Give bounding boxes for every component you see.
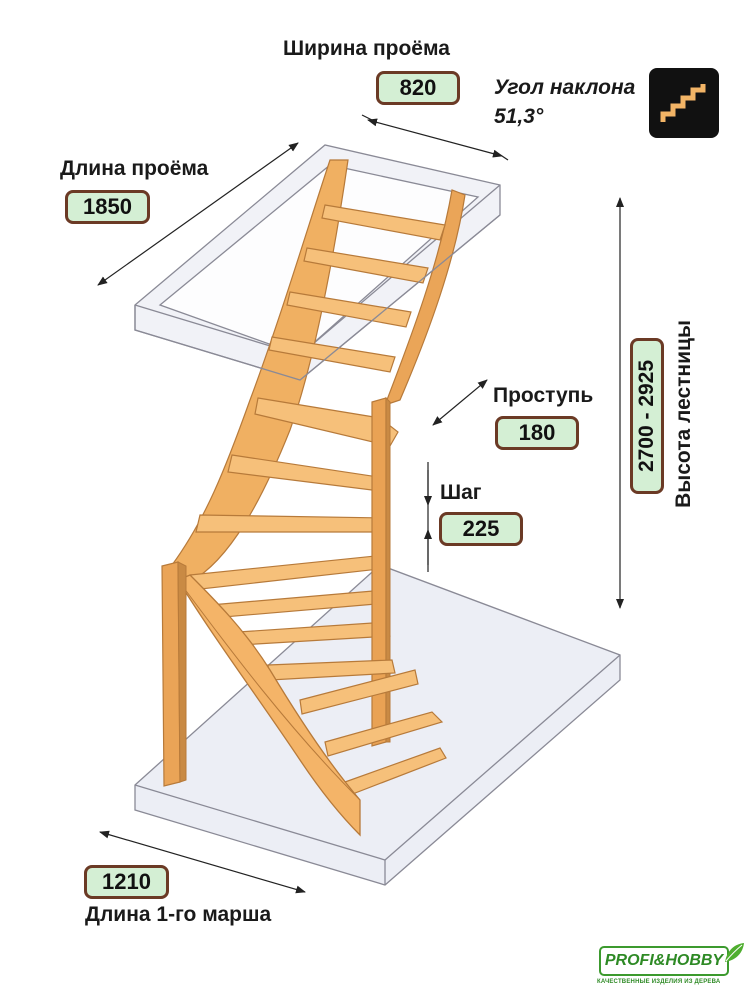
brand-logo: PROFI&HOBBY КАЧЕСТВЕННЫЕ ИЗДЕЛИЯ ИЗ ДЕРЕ… bbox=[597, 943, 747, 992]
logo-tagline: КАЧЕСТВЕННЫЕ ИЗДЕЛИЯ ИЗ ДЕРЕВА bbox=[597, 979, 721, 985]
height-badge: 2700 - 2925 bbox=[630, 338, 664, 494]
ceiling-opening-front bbox=[134, 214, 501, 381]
newel-post bbox=[371, 396, 391, 747]
opening-length-label: Длина проёма bbox=[60, 157, 209, 180]
tread-label: Проступь bbox=[493, 384, 594, 407]
first-flight-badge: 1210 bbox=[84, 865, 169, 899]
upper-flight-treads bbox=[268, 204, 446, 373]
height-label: Высота лестницы bbox=[672, 320, 695, 508]
winder-treads bbox=[189, 397, 399, 646]
slope-value: 51,3° bbox=[494, 105, 544, 128]
leaf-icon bbox=[725, 943, 744, 962]
opening-width-badge: 820 bbox=[376, 71, 460, 105]
step-label: Шаг bbox=[440, 481, 482, 504]
opening-length-badge: 1850 bbox=[65, 190, 150, 224]
front-post bbox=[161, 561, 187, 787]
step-badge: 225 bbox=[439, 512, 523, 546]
logo-name: PROFI&HOBBY bbox=[599, 946, 729, 976]
dimension-lines bbox=[97, 114, 624, 894]
lower-flight-treads bbox=[267, 659, 447, 796]
tread-badge: 180 bbox=[495, 416, 579, 450]
height-value: 2700 - 2925 bbox=[635, 359, 658, 473]
slope-label: Угол наклона bbox=[494, 76, 636, 99]
stairs-icon bbox=[649, 68, 719, 138]
opening-width-label: Ширина проёма bbox=[283, 37, 450, 60]
first-flight-label: Длина 1-го марша bbox=[85, 903, 272, 926]
outer-stringer bbox=[177, 574, 361, 837]
